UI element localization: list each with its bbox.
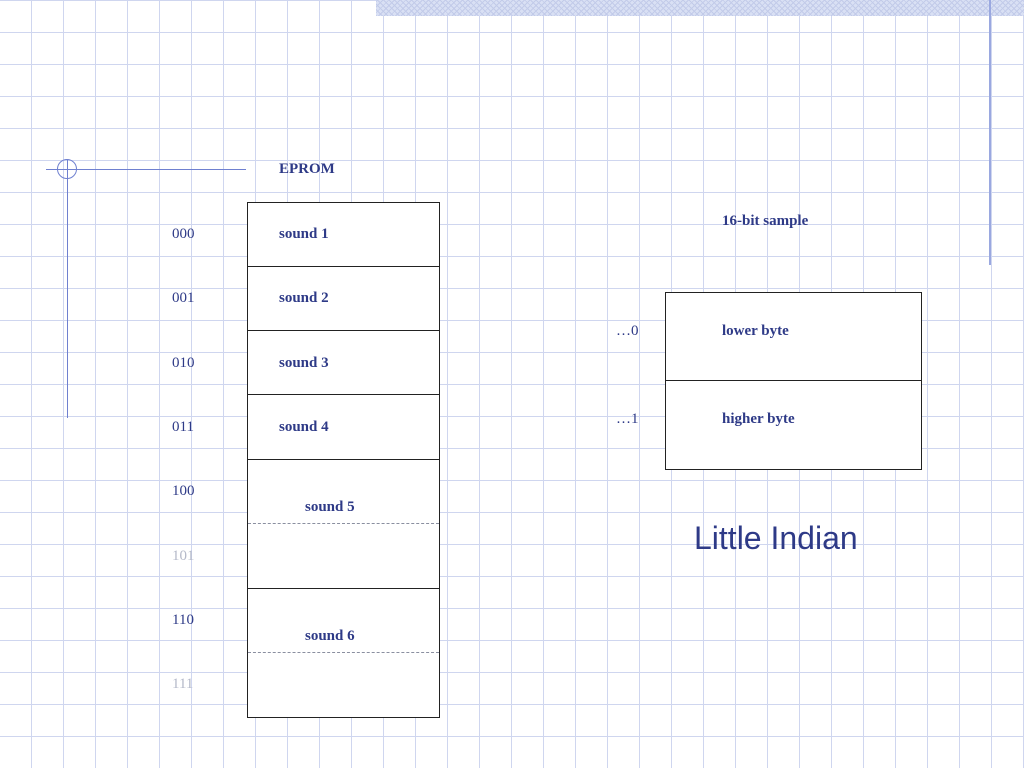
caption-title: Little Indian — [694, 520, 858, 556]
address-label: 100 — [172, 483, 195, 499]
sample-box — [665, 292, 922, 470]
sound-label: sound 3 — [279, 355, 329, 371]
eprom-row-divider — [247, 394, 440, 395]
byte-address-label: …1 — [616, 411, 639, 427]
sound-label: sound 5 — [305, 499, 355, 515]
sound-label: sound 6 — [305, 628, 355, 644]
byte-address-label: …0 — [616, 323, 639, 339]
sample-divider — [665, 380, 922, 381]
address-label: 111 — [172, 676, 194, 692]
eprom-row-divider — [247, 330, 440, 331]
address-label: 000 — [172, 226, 195, 242]
byte-label: higher byte — [722, 411, 795, 427]
address-label: 001 — [172, 290, 195, 306]
address-label: 101 — [172, 548, 195, 564]
decorative-vertical-line — [989, 0, 991, 265]
eprom-title: EPROM — [279, 161, 335, 177]
eprom-row-divider — [247, 266, 440, 267]
byte-label: lower byte — [722, 323, 789, 339]
address-label: 011 — [172, 419, 194, 435]
sound-label: sound 1 — [279, 226, 329, 242]
address-label: 010 — [172, 355, 195, 371]
eprom-dashed-divider — [248, 652, 439, 653]
decorative-left-vertical-line — [67, 160, 68, 418]
eprom-memory-box — [247, 202, 440, 718]
top-pattern-band — [376, 0, 1024, 16]
address-label: 110 — [172, 612, 194, 628]
eprom-dashed-divider — [248, 523, 439, 524]
sound-label: sound 2 — [279, 290, 329, 306]
decorative-horizontal-line — [46, 169, 246, 170]
eprom-row-divider — [247, 588, 440, 589]
eprom-row-divider — [247, 459, 440, 460]
sound-label: sound 4 — [279, 419, 329, 435]
sample-title: 16-bit sample — [722, 213, 809, 229]
decorative-circle — [57, 159, 77, 179]
